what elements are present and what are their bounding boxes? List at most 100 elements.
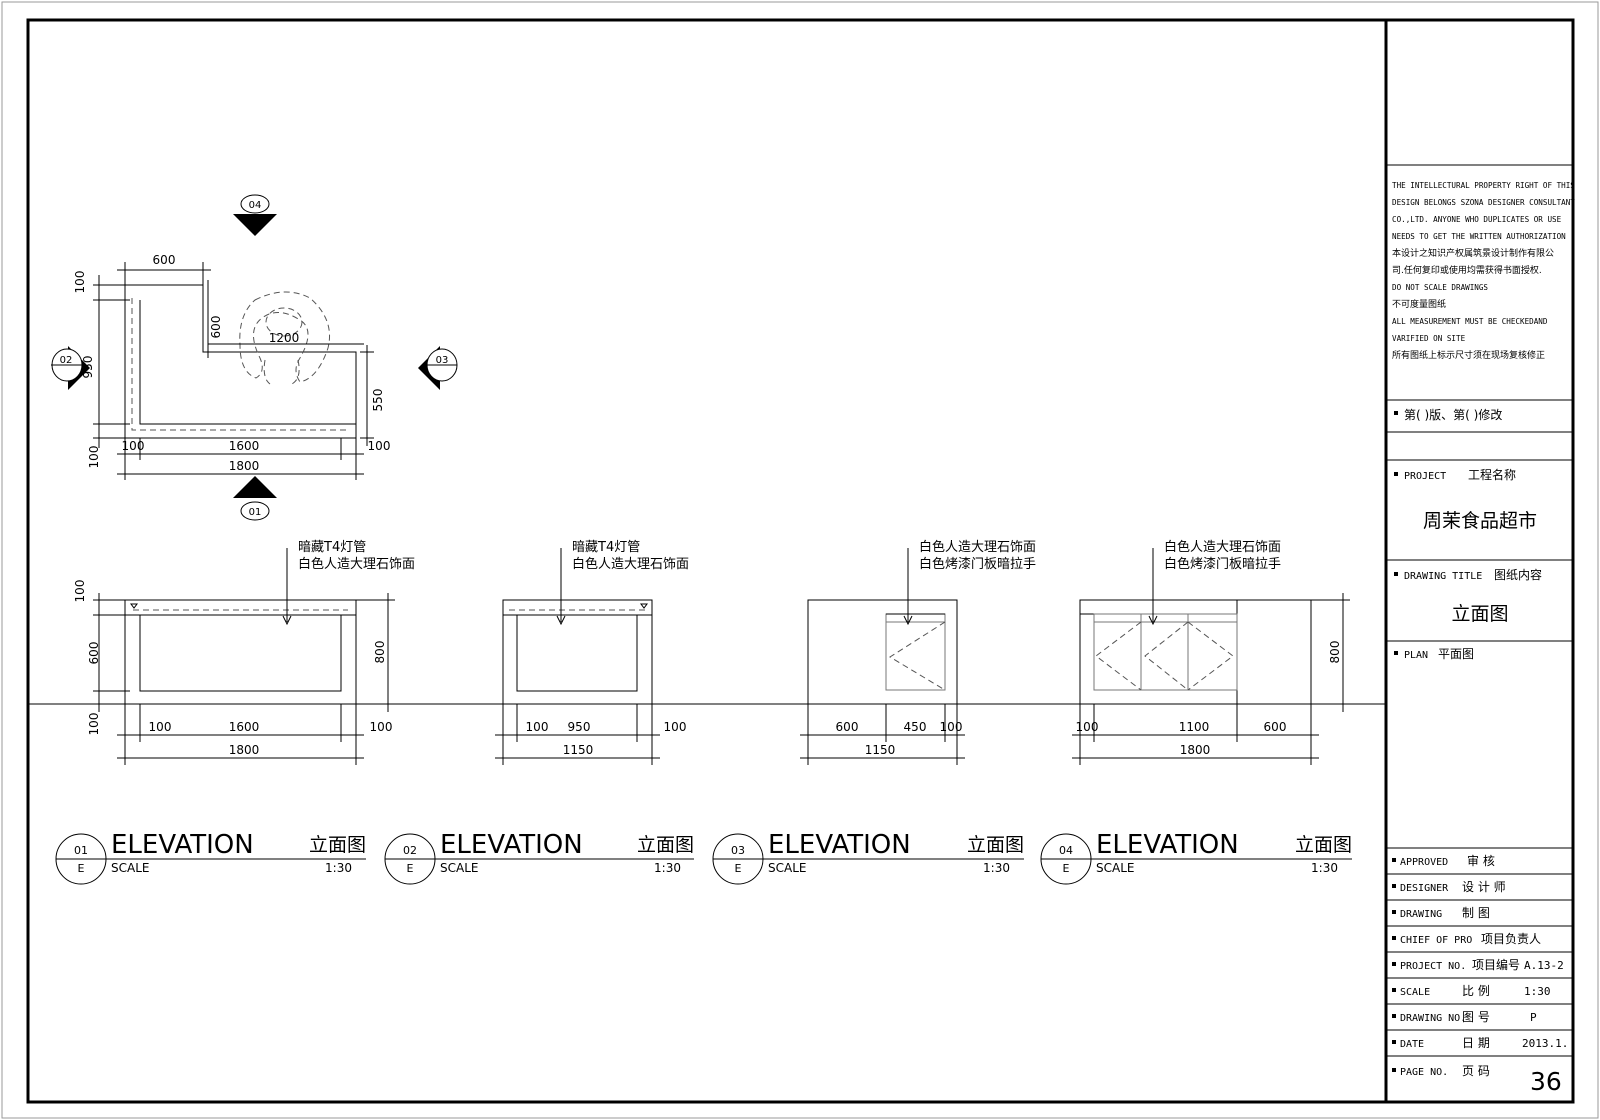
dim-text: 1100: [1179, 720, 1210, 734]
row-label-cn: 制 图: [1462, 906, 1490, 920]
label-num: 03: [731, 844, 745, 857]
label-title: ELEVATION: [111, 830, 254, 860]
elevation-01: 暗藏T4灯管 白色人造大理石饰面 100 600 100 800 100 160…: [73, 540, 415, 765]
dim-text: 100: [940, 720, 963, 734]
elevation-03: 白色人造大理石饰面 白色烤漆门板暗拉手 600 450 100 1150: [800, 539, 1036, 765]
row-designer: DESIGNER 设 计 师: [1392, 880, 1506, 894]
dim-text: 1150: [563, 743, 594, 757]
dim-text: 100: [87, 446, 101, 469]
marker-label: 02: [60, 355, 73, 366]
dim-text: 1150: [865, 743, 896, 757]
ip-line: 本设计之知识产权属筑景设计制作有限公: [1392, 247, 1554, 259]
ip-line: NEEDS TO GET THE WRITTEN AUTHORIZATION: [1392, 232, 1566, 241]
dim-text: 950: [568, 720, 591, 734]
section-marker-03: 03: [418, 346, 458, 390]
row-value: 2013.1.: [1522, 1037, 1568, 1050]
elevation-04: 白色人造大理石饰面 白色烤漆门板暗拉手 800 100 1100 600 180…: [1072, 539, 1350, 765]
label-scale-value: 1:30: [654, 861, 681, 875]
row-date: DATE 日 期 2013.1.: [1392, 1036, 1568, 1050]
label-title-cn: 立面图: [1295, 834, 1352, 856]
label-title: ELEVATION: [768, 830, 911, 860]
dim-text: 600: [209, 316, 223, 339]
row-label-cn: 页 码: [1462, 1064, 1490, 1078]
row-value: A.13-2: [1524, 959, 1564, 972]
dim-text: 1800: [229, 459, 260, 473]
marker-label: 04: [249, 200, 262, 211]
row-value: 1:30: [1524, 985, 1551, 998]
dim-text: 100: [526, 720, 549, 734]
dim-text: 1200: [269, 331, 300, 345]
dim-text: 100: [664, 720, 687, 734]
ip-line: DO NOT SCALE DRAWINGS: [1392, 283, 1488, 292]
dim-text: 950: [81, 356, 95, 379]
dim-text: 100: [370, 720, 393, 734]
label-title-cn: 立面图: [967, 834, 1024, 856]
label-scale-value: 1:30: [1311, 861, 1338, 875]
row-label-cn: 设 计 师: [1462, 880, 1506, 894]
label-title-cn: 立面图: [309, 834, 366, 856]
dim-text: 600: [87, 642, 101, 665]
row-value: P: [1530, 1011, 1537, 1024]
counter-inner-line: [139, 300, 356, 425]
elevation-label-02: 02 E ELEVATION 立面图 SCALE 1:30: [384, 830, 694, 885]
ip-line: 所有图纸上标示尺寸须在现场复核修正: [1392, 349, 1545, 361]
note-text: 白色人造大理石饰面: [919, 539, 1036, 555]
project-name: 周茉食品超市: [1423, 510, 1537, 532]
row-label: DRAWING NO.: [1400, 1013, 1466, 1024]
label-letter: E: [407, 862, 414, 875]
label-title-cn: 立面图: [637, 834, 694, 856]
elevation-label-04: 04 E ELEVATION 立面图 SCALE 1:30: [1040, 830, 1352, 885]
section-marker-04: 04: [233, 194, 277, 236]
label-letter: E: [1063, 862, 1070, 875]
ip-line: THE INTELLECTURAL PROPERTY RIGHT OF THIS: [1392, 181, 1575, 190]
note-text: 白色人造大理石饰面: [572, 556, 689, 572]
row-chief: CHIEF OF PRO 项目负责人: [1392, 932, 1541, 946]
title-block: THE INTELLECTURAL PROPERTY RIGHT OF THIS…: [1386, 164, 1575, 1096]
label-title: ELEVATION: [1096, 830, 1239, 860]
label-num: 01: [74, 844, 88, 857]
row-label-cn: 比 例: [1462, 984, 1490, 998]
ip-line: VARIFIED ON SITE: [1392, 334, 1466, 343]
elevation-label-03: 03 E ELEVATION 立面图 SCALE 1:30: [712, 830, 1024, 885]
row-label: CHIEF OF PRO: [1400, 935, 1472, 946]
dim-text: 450: [904, 720, 927, 734]
row-label: PROJECT NO.: [1400, 961, 1466, 972]
row-label: DATE: [1400, 1039, 1424, 1050]
label-scale: SCALE: [1096, 861, 1134, 875]
row-project-no: PROJECT NO. 项目编号 A.13-2: [1392, 957, 1564, 972]
row-label: DESIGNER: [1400, 883, 1449, 894]
row-label-cn: 项目编号: [1472, 957, 1520, 972]
drawing-title: 立面图: [1451, 603, 1508, 625]
dim-text: 100: [1076, 720, 1099, 734]
dim-text: 1800: [229, 743, 260, 757]
row-drawing-no: DRAWING NO. 图 号 P: [1392, 1010, 1537, 1024]
dim-text: 100: [368, 439, 391, 453]
label-num: 02: [403, 844, 417, 857]
ip-line: ALL MEASUREMENT MUST BE CHECKEDAND: [1392, 317, 1548, 326]
row-label-cn: 图 号: [1462, 1010, 1490, 1024]
section-marker-01: 01: [233, 476, 277, 521]
dim-text: 100: [87, 713, 101, 736]
counter-dashed-line: [131, 298, 350, 431]
plan-label: PLAN: [1404, 650, 1428, 661]
dim-text: 100: [73, 580, 87, 603]
label-scale-value: 1:30: [325, 861, 352, 875]
dim-text: 800: [373, 641, 387, 664]
row-approved: APPROVED 审 核: [1392, 853, 1495, 868]
label-letter: E: [78, 862, 85, 875]
note-text: 暗藏T4灯管: [572, 540, 640, 555]
plan-label-cn: 平面图: [1438, 647, 1474, 661]
ip-line: 不可度量图纸: [1392, 298, 1446, 310]
plan-dimensions: 600 100 950 100 600 1200 550 100 1600: [73, 253, 390, 480]
dim-text: 1800: [1180, 743, 1211, 757]
row-label: APPROVED: [1400, 857, 1448, 868]
row-label: PAGE NO.: [1400, 1067, 1448, 1078]
info-rows: APPROVED 审 核 DESIGNER 设 计 师 DRAWING 制 图 …: [1386, 847, 1573, 1096]
label-scale: SCALE: [111, 861, 149, 875]
label-title: ELEVATION: [440, 830, 583, 860]
row-label-cn: 项目负责人: [1481, 932, 1541, 946]
label-scale: SCALE: [768, 861, 806, 875]
row-label: DRAWING: [1400, 909, 1442, 920]
row-label: SCALE: [1400, 987, 1430, 998]
